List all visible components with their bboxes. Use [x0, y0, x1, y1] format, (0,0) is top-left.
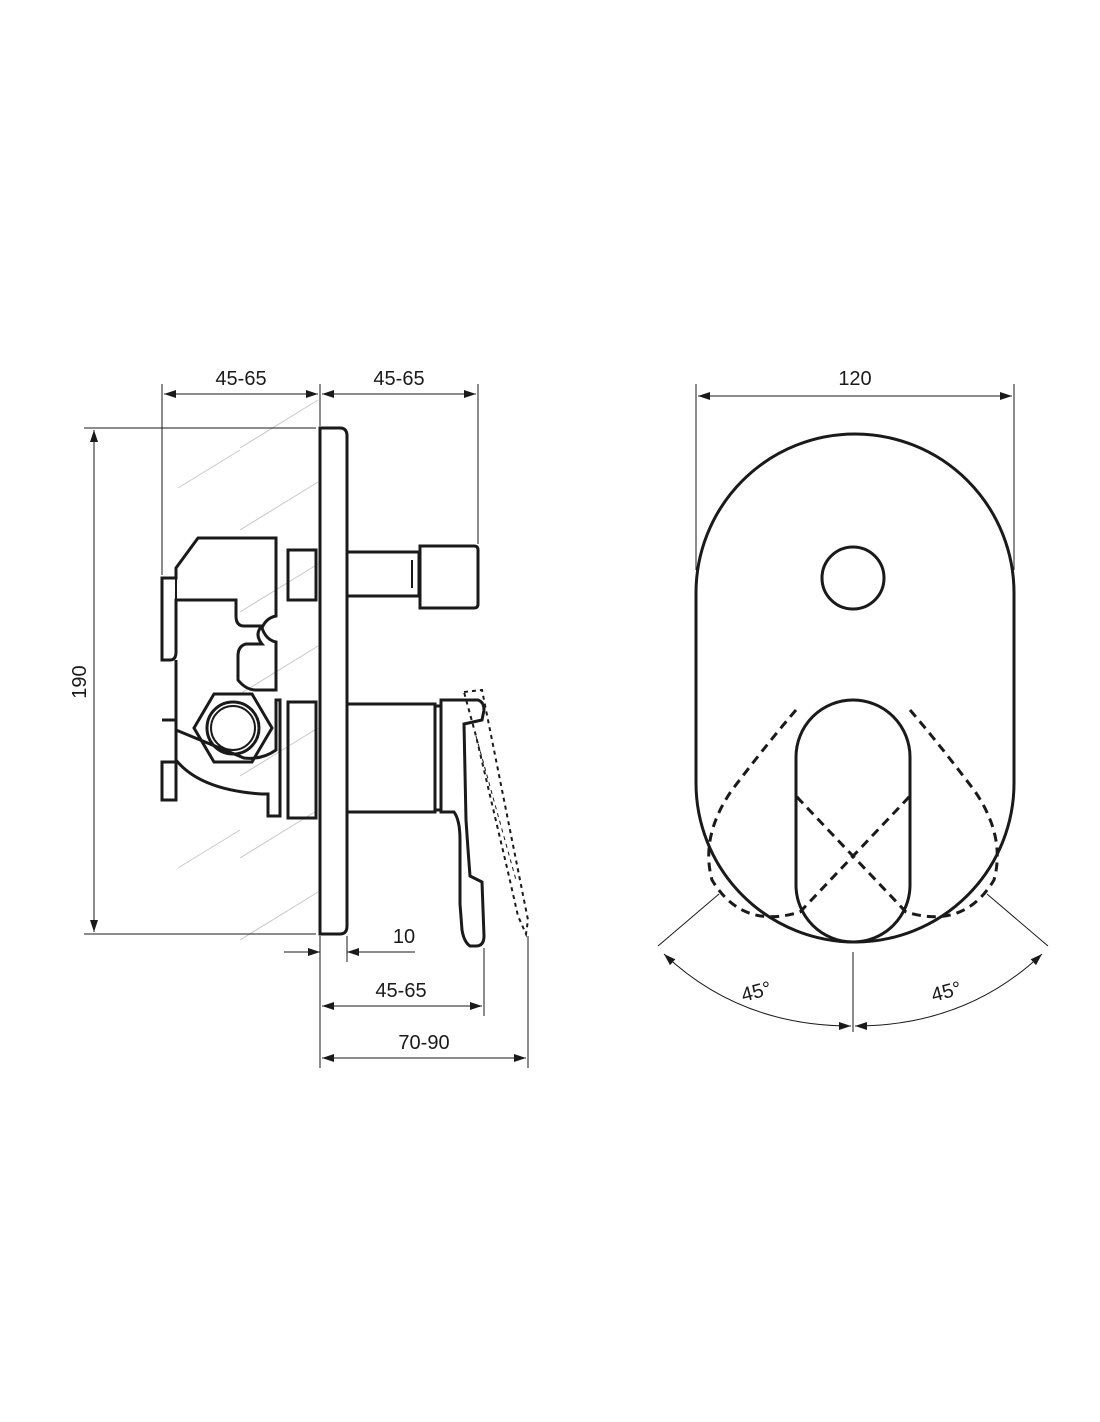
wall-hatching — [177, 399, 319, 941]
dim-top-right-label: 45-65 — [373, 368, 424, 390]
dim-lever: 45-65 — [322, 948, 485, 1016]
valve-body — [160, 536, 282, 818]
dim-plate: 10 — [284, 926, 415, 1068]
diverter-knob — [820, 545, 886, 611]
dim-angles: 45° 45° — [657, 893, 1049, 1032]
dim-top-right: 45-65 — [322, 368, 479, 544]
hex-connector — [192, 692, 274, 764]
wall-plate — [318, 426, 349, 936]
dim-top-left: 45-65 — [161, 368, 321, 575]
cartridge-shaft — [286, 700, 443, 820]
cover-plate — [694, 432, 1016, 944]
angle-right-label: 45° — [929, 978, 964, 1007]
front-view: 120 45° 45° — [657, 368, 1049, 1032]
lever-handle-rotated — [462, 688, 530, 938]
dim-top-left-label: 45-65 — [215, 368, 266, 390]
dim-width: 120 — [695, 368, 1015, 570]
angle-left-label: 45° — [739, 978, 774, 1007]
dim-total-label: 70-90 — [398, 1032, 449, 1054]
lever-handle — [439, 698, 486, 948]
dim-total: 70-90 — [322, 936, 529, 1068]
lever-front — [794, 698, 912, 944]
side-view: 45-65 45-65 190 10 45-65 — [69, 368, 530, 1068]
dim-height: 190 — [69, 427, 316, 935]
dim-height-label: 190 — [69, 665, 91, 698]
dim-width-label: 120 — [838, 368, 871, 390]
dim-lever-label: 45-65 — [375, 980, 426, 1002]
diverter-spindle — [286, 544, 480, 610]
lever-rotated-positions — [707, 709, 999, 919]
dim-plate-label: 10 — [393, 926, 415, 948]
